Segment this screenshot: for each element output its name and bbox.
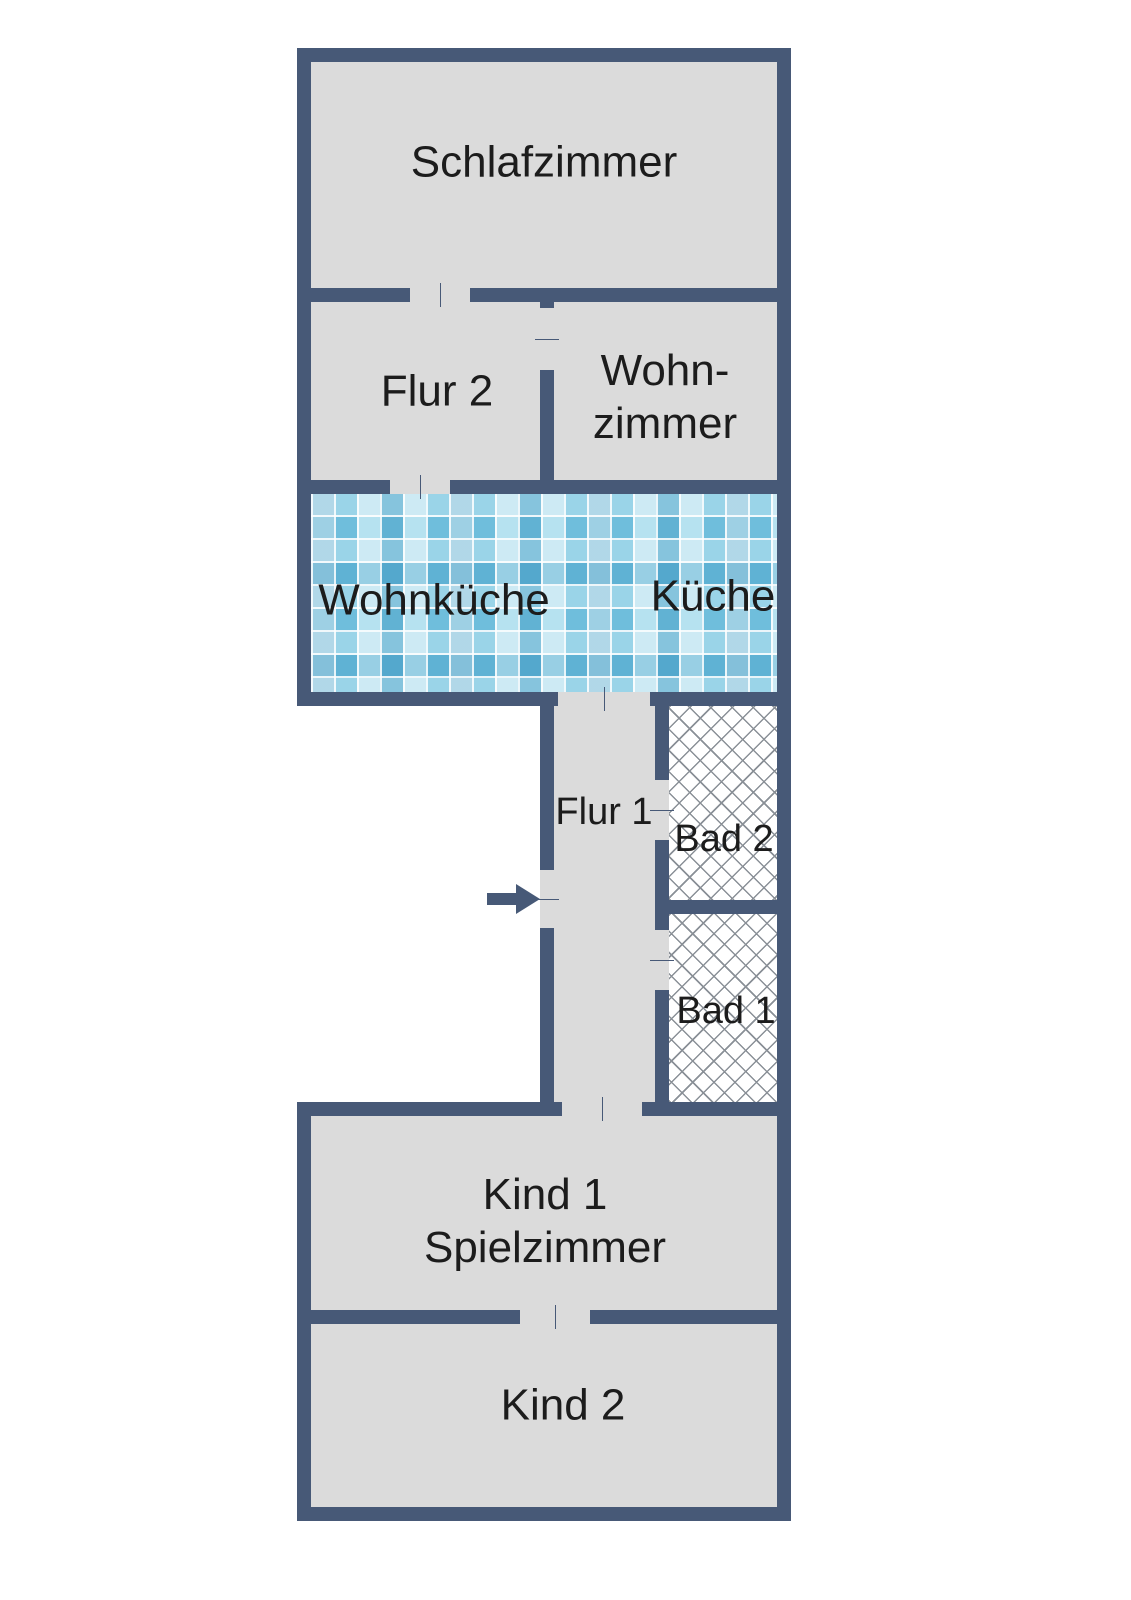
door-flur1-kind1: [560, 1097, 644, 1121]
wohnzimmer-label-line1: Wohn-: [600, 346, 730, 396]
kind1-label: Kind 1 Spielzimmer: [424, 1169, 666, 1275]
bad2-label: Bad 2: [674, 818, 774, 861]
door-wohnkueche-flur1: [556, 687, 652, 711]
entrance-arrow-shaft: [487, 893, 519, 905]
wohnzimmer-label: Wohn- zimmer: [593, 345, 737, 451]
room-wohnzimmer: [554, 302, 777, 480]
schlafzimmer-label: Schlafzimmer: [410, 137, 678, 187]
door-schlafzimmer-flur2: [408, 283, 472, 307]
door-flur1-bad2: [650, 778, 674, 842]
kind1-label-line2: Spielzimmer: [423, 1223, 667, 1272]
door-kind1-kind2: [518, 1305, 592, 1329]
door-flur2-wohnzimmer: [535, 306, 559, 372]
door-flur2-wohnkueche: [388, 475, 452, 499]
kueche-label: Küche: [650, 571, 776, 621]
room-bad-1: [669, 914, 777, 1102]
entrance-arrow-head: [516, 884, 540, 914]
room-kind-2: [311, 1324, 777, 1507]
room-schlafzimmer: [311, 62, 777, 288]
flur1-label: Flur 1: [555, 791, 653, 834]
room-flur-1: [554, 706, 655, 1102]
bad1-label: Bad 1: [676, 990, 776, 1033]
flur2-label: Flur 2: [380, 366, 494, 416]
room-kind-1-spielzimmer: [311, 1116, 777, 1310]
room-bad-2: [669, 706, 777, 900]
wohnkueche-label: Wohnküche: [318, 575, 550, 625]
kind2-label: Kind 2: [500, 1380, 626, 1430]
room-flur-2: [311, 302, 540, 480]
door-flur1-bad1: [650, 928, 674, 992]
room-wohnkueche-kueche: [311, 494, 777, 692]
kind1-label-line1: Kind 1: [482, 1170, 608, 1220]
door-entrance: [535, 868, 559, 930]
wohnzimmer-label-line2: zimmer: [592, 399, 738, 448]
